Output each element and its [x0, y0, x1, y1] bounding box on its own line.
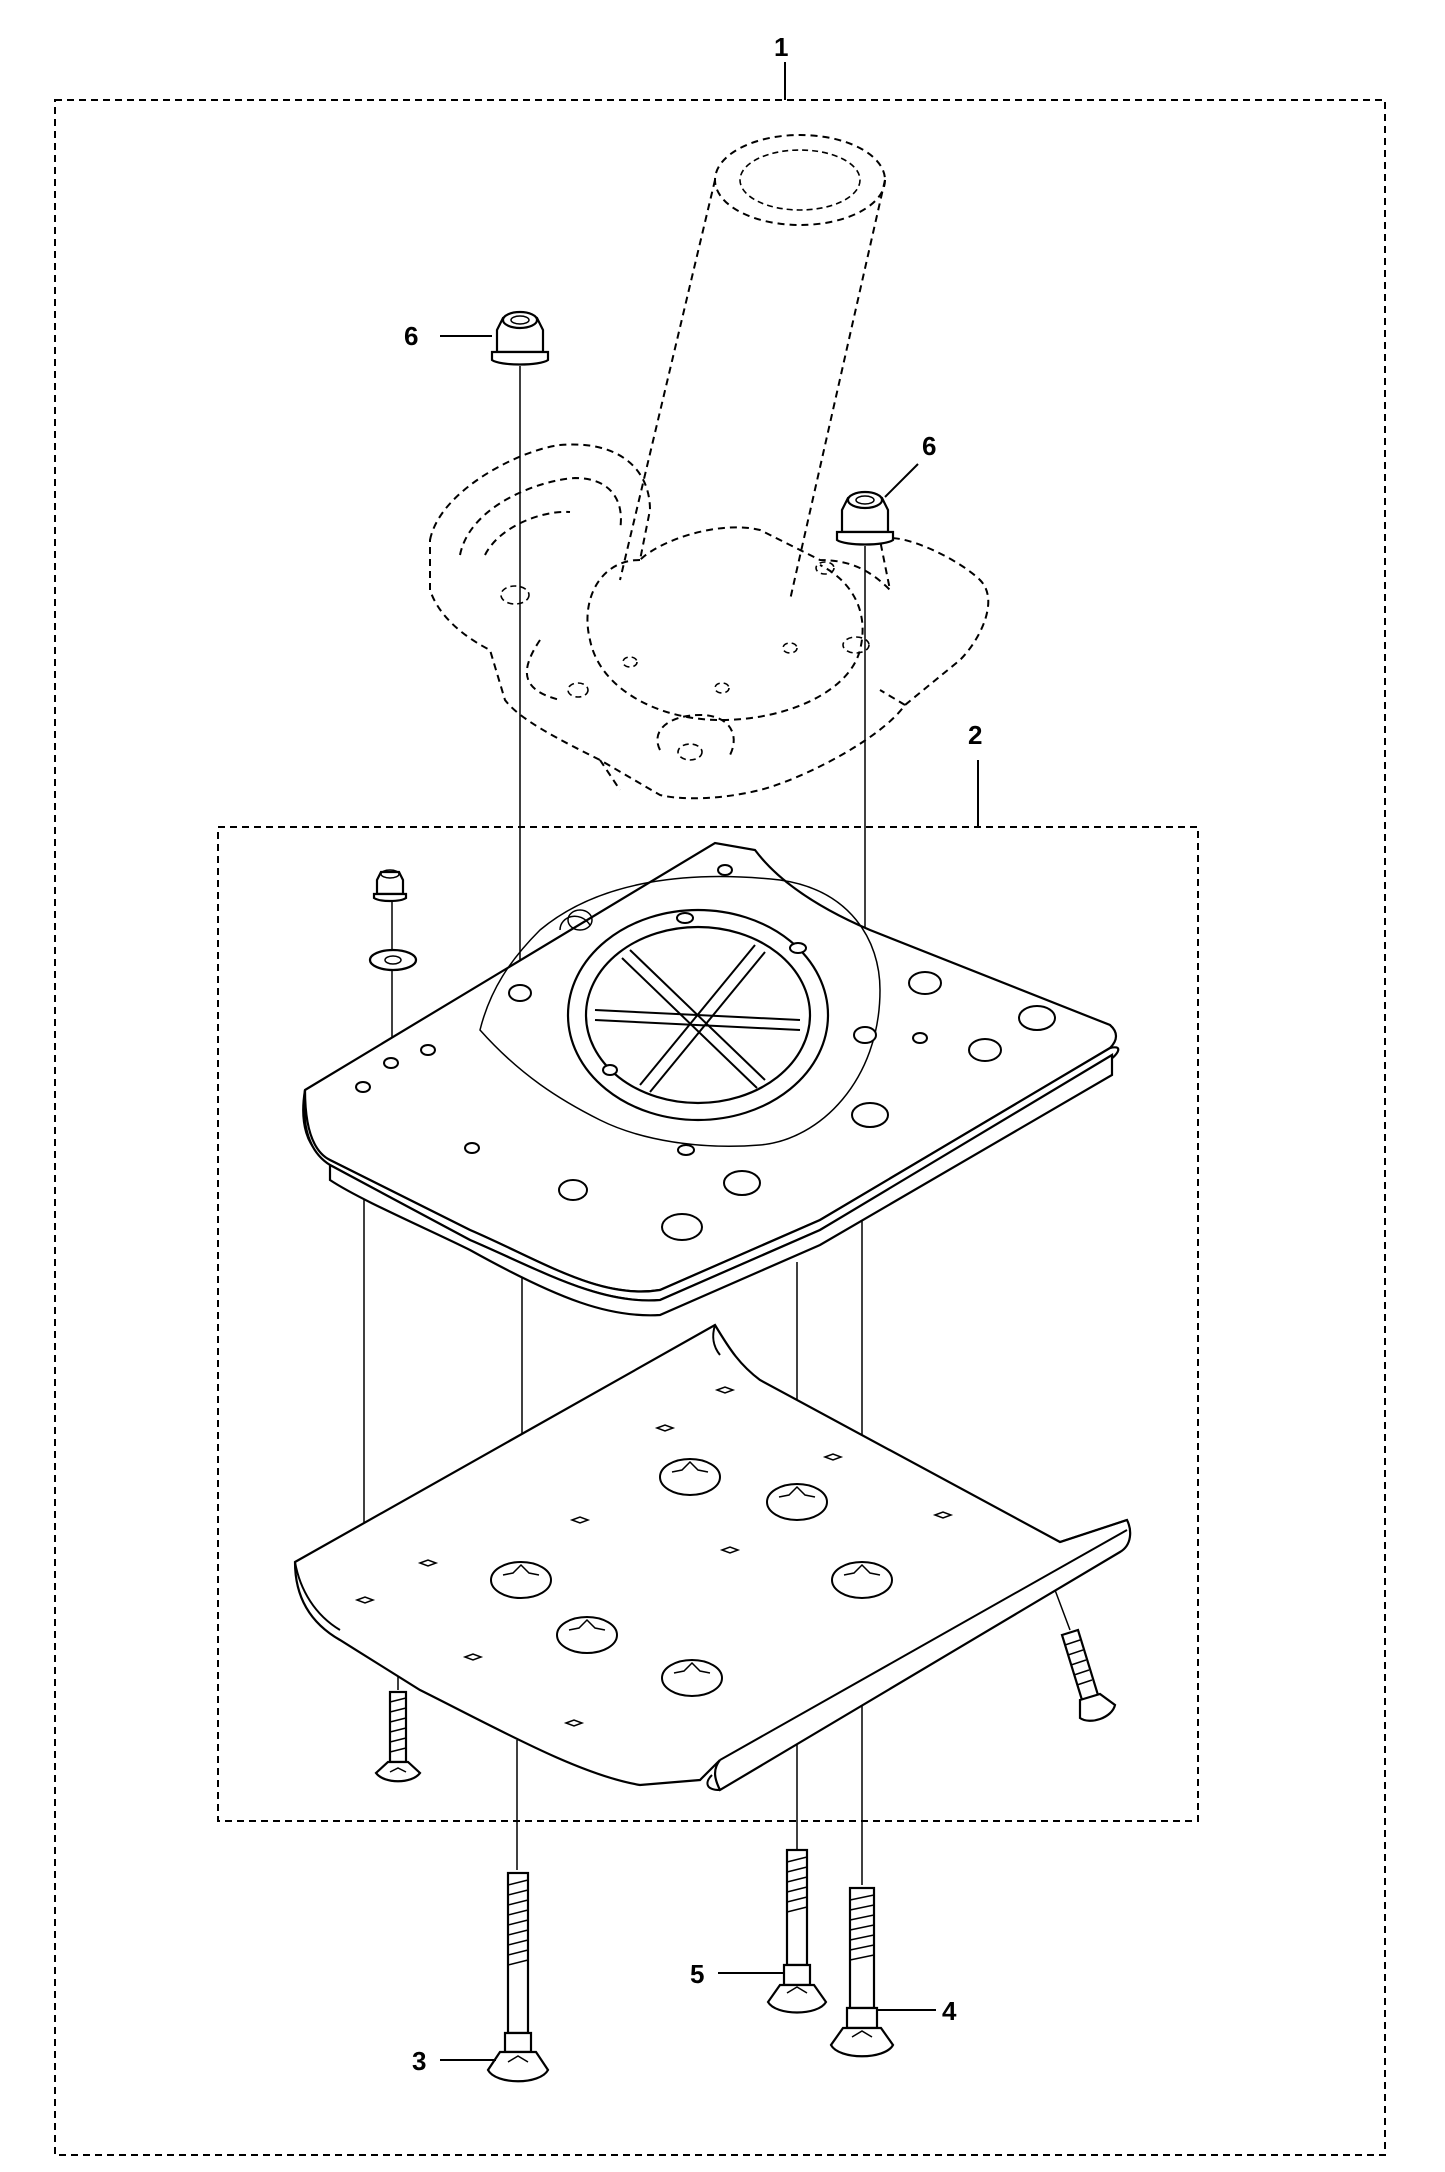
callout-4: 4	[942, 1996, 957, 2026]
flange-nut-right	[835, 490, 895, 546]
callout-5: 5	[690, 1959, 704, 1989]
short-screw-left	[374, 1690, 422, 1783]
flange-nut-left	[490, 310, 550, 366]
slot-holes	[354, 1386, 954, 1727]
callout-6-right: 6	[922, 431, 936, 461]
bolt-4	[829, 1886, 895, 2058]
callout-3: 3	[412, 2046, 426, 2076]
callout-1: 1	[774, 32, 788, 62]
callout-6-left: 6	[404, 321, 418, 351]
bolt-5	[766, 1848, 828, 2014]
bolt-3	[486, 1871, 550, 2083]
washer	[368, 948, 418, 972]
handle-housing-ghost	[429, 134, 990, 800]
short-screw-right	[1060, 1628, 1117, 1722]
wear-shoe	[293, 1323, 1132, 1792]
base-plate	[302, 841, 1120, 1317]
callout-2: 2	[968, 720, 982, 750]
assembly-2-boundary	[217, 826, 1199, 1822]
countersunk-holes	[490, 1458, 893, 1697]
assembly-1-boundary	[54, 99, 1386, 2156]
small-nut	[372, 869, 408, 903]
assembly-lines	[363, 366, 1071, 1885]
